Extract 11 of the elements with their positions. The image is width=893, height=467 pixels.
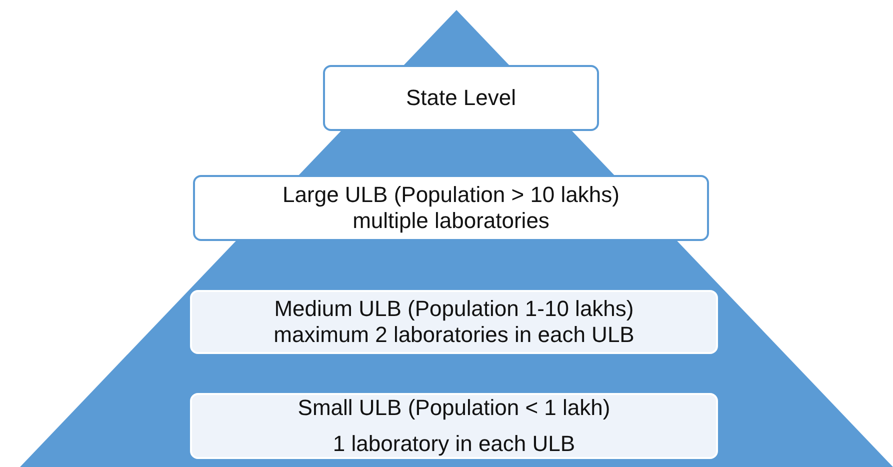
level-title: Small ULB (Population < 1 lakh) bbox=[298, 395, 610, 421]
level-box bbox=[323, 65, 599, 131]
level-title: State Level bbox=[406, 85, 516, 111]
level-box bbox=[190, 290, 718, 354]
level-title: Medium ULB (Population 1-10 lakhs) bbox=[274, 296, 634, 322]
level-box bbox=[193, 175, 709, 241]
level-description: multiple laboratories bbox=[352, 208, 550, 234]
level-description: maximum 2 laboratories in each ULB bbox=[274, 322, 634, 348]
level-description: 1 laboratory in each ULB bbox=[332, 431, 576, 457]
level-box bbox=[190, 393, 718, 459]
level-title: Large ULB (Population > 10 lakhs) bbox=[282, 182, 620, 208]
